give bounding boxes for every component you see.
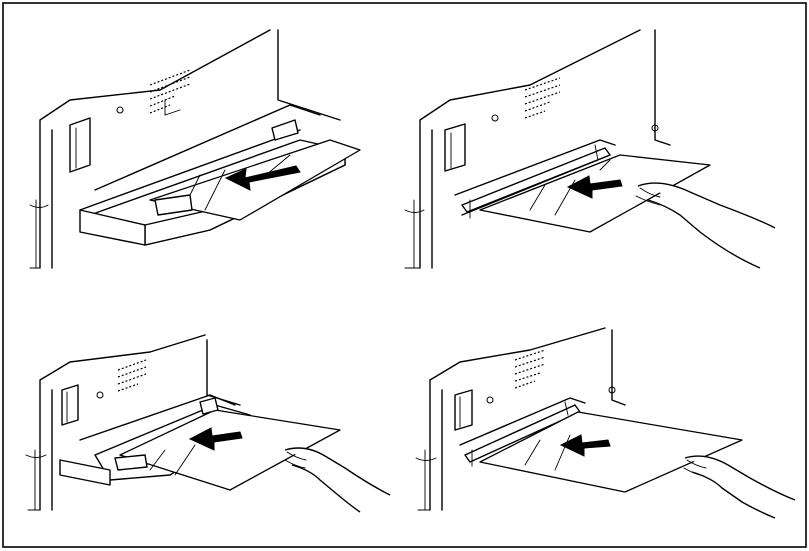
door-handle-icon	[61, 384, 79, 426]
vent-grille-icon	[514, 349, 546, 389]
panel-top-right	[404, 29, 776, 269]
panel-top-left	[29, 29, 361, 269]
door-handle-icon	[454, 389, 473, 431]
paper-guide	[114, 454, 148, 471]
hand-icon	[637, 182, 776, 269]
insert-arrow-icon	[188, 427, 243, 451]
insert-arrow-icon	[224, 165, 301, 191]
door-handle-icon	[69, 117, 91, 173]
feed-slot	[461, 147, 611, 213]
hand-icon	[684, 455, 796, 519]
panel-bottom-right	[415, 327, 796, 519]
panel-bottom-left	[25, 334, 391, 513]
hand-icon	[284, 447, 391, 513]
vent-grille-icon	[117, 359, 147, 392]
paper-guide	[154, 194, 193, 216]
paper-sheet	[479, 154, 711, 233]
insert-arrow-icon	[566, 175, 623, 199]
vent-grille-icon	[524, 77, 561, 119]
door-handle-icon	[444, 123, 466, 172]
insert-arrow-icon	[559, 434, 611, 457]
paper-sheet	[119, 409, 341, 491]
paper-sheet	[479, 411, 743, 493]
vent-grille-icon	[149, 69, 191, 116]
